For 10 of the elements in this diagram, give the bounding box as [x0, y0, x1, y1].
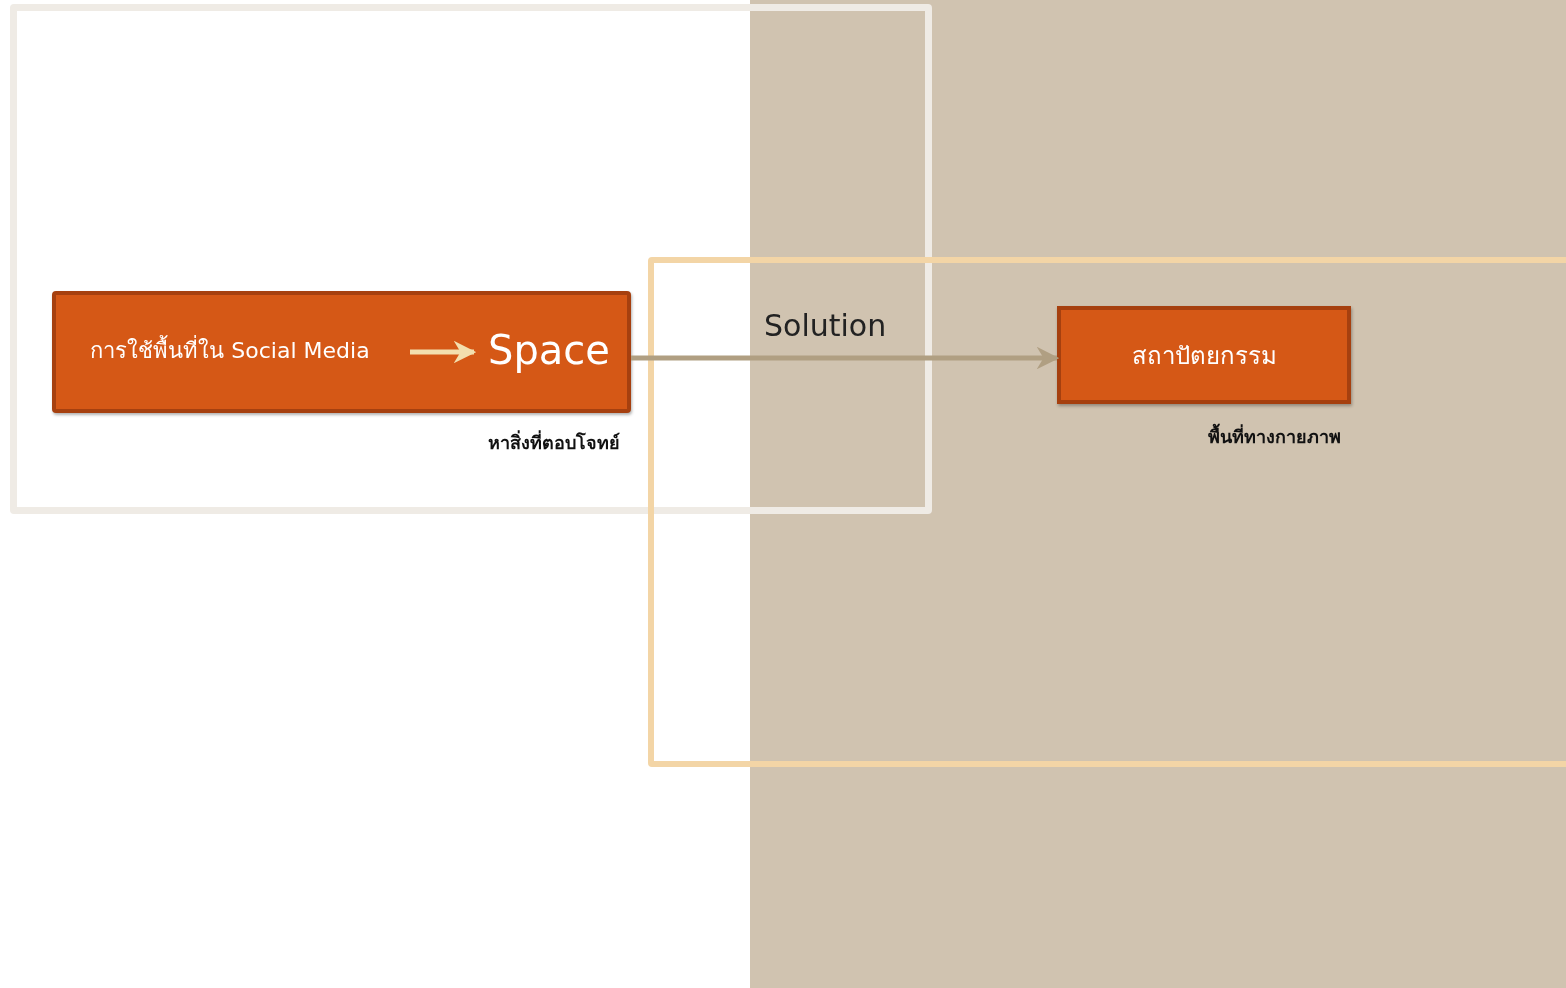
caption-text: พื้นที่ทางกายภาพ: [1208, 422, 1341, 451]
box-text: การใช้พื้นที่ใน Social Media: [90, 334, 370, 366]
arrow: [410, 340, 477, 364]
box-label: สถาปัตยกรรม: [1131, 340, 1277, 372]
caption-text: หาสิ่งที่ตอบโจทย์: [488, 429, 620, 455]
process-box: [1057, 306, 1351, 404]
arrow: [631, 346, 1060, 370]
frame-outline: [10, 4, 932, 514]
frame-outline: [52, 291, 631, 413]
frame-outline: [648, 257, 1566, 767]
